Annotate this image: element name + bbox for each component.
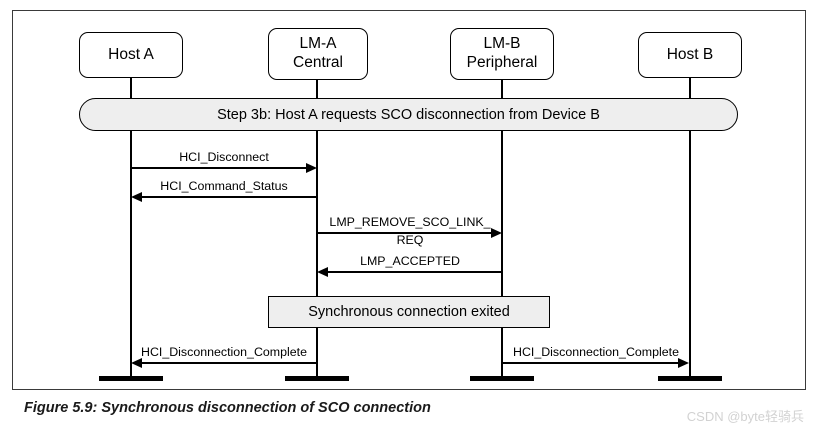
actor-label-lm-a: LM-A — [299, 35, 337, 53]
step-banner-label: Step 3b: Host A requests SCO disconnecti… — [217, 106, 600, 123]
message-line-hci-disconnection-complete-a — [136, 362, 317, 364]
arrow-head-hci-disconnection-complete-a — [131, 357, 142, 368]
lifeline-terminator-host-a — [99, 376, 163, 381]
message-label-hci-disconnection-complete-b: HCI_Disconnection_Complete — [513, 345, 679, 359]
watermark: CSDN @byte轻骑兵 — [686, 409, 804, 424]
actor-label-lm-b: LM-B — [483, 35, 521, 53]
lifeline-terminator-host-b — [658, 376, 722, 381]
message-label-lmp-accepted: LMP_ACCEPTED — [360, 254, 460, 268]
actor-label-peripheral: Peripheral — [466, 54, 538, 71]
message-line-hci-command-status — [136, 196, 317, 198]
message-line-hci-disconnect — [131, 167, 312, 169]
state-box-label: Synchronous connection exited — [308, 304, 510, 320]
arrow-head-hci-command-status — [131, 191, 142, 202]
message-label-lmp-remove-sco-link-req: LMP_REMOVE_SCO_LINK_ — [317, 215, 503, 230]
figure-caption: Figure 5.9: Synchronous disconnection of… — [24, 400, 431, 416]
message-label-hci-disconnect: HCI_Disconnect — [179, 150, 269, 164]
arrow-head-hci-disconnect — [306, 162, 317, 173]
message-label-lmp-remove-sco-link-req-line2: REQ — [396, 233, 424, 247]
message-label-hci-disconnection-complete-a: HCI_Disconnection_Complete — [141, 345, 307, 359]
actor-box-lm-b-peripheral[interactable]: LM-B Peripheral — [450, 28, 554, 80]
message-line-lmp-accepted — [322, 271, 502, 273]
message-line-lmp-remove-sco-link-req — [317, 232, 497, 234]
arrow-head-hci-disconnection-complete-b — [678, 357, 689, 368]
message-label-line1: LMP_REMOVE_SCO_LINK_ — [329, 215, 491, 229]
lifeline-lm-a-central — [316, 80, 318, 378]
step-banner: Step 3b: Host A requests SCO disconnecti… — [79, 98, 738, 131]
state-box-synchronous-connection-exited: Synchronous connection exited — [268, 296, 550, 328]
actor-label-central: Central — [293, 54, 343, 71]
actor-label-host-b: Host B — [666, 45, 714, 63]
actor-box-lm-a-central[interactable]: LM-A Central — [268, 28, 368, 80]
lifeline-terminator-lm-b-peripheral — [470, 376, 534, 381]
message-line-hci-disconnection-complete-b — [502, 362, 679, 364]
arrow-head-lmp-remove-sco-link-req — [491, 227, 502, 238]
lifeline-host-a — [130, 78, 132, 378]
lifeline-host-b — [689, 78, 691, 378]
actor-label-host-a: Host A — [108, 45, 154, 63]
actor-box-host-a[interactable]: Host A — [79, 32, 183, 78]
message-label-hci-command-status: HCI_Command_Status — [160, 179, 288, 193]
actor-box-host-b[interactable]: Host B — [638, 32, 742, 78]
arrow-head-lmp-accepted — [317, 266, 328, 277]
lifeline-terminator-lm-a-central — [285, 376, 349, 381]
